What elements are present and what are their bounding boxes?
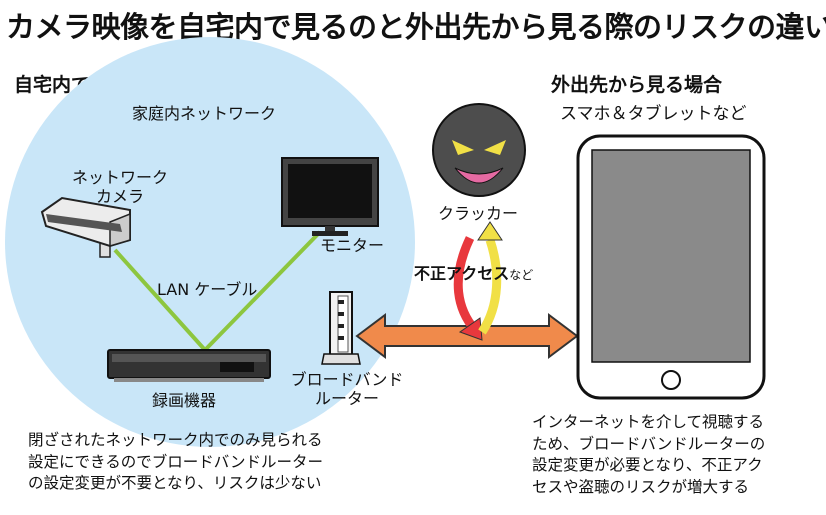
attack-arrow-down bbox=[453, 236, 483, 341]
recorder-label: 録画機器 bbox=[152, 391, 217, 410]
router-icon bbox=[321, 291, 361, 365]
network-label: 家庭内ネットワーク bbox=[132, 104, 277, 123]
access-label: 不正アクセスなど bbox=[414, 264, 533, 283]
page-title: カメラ映像を自宅内で見るのと外出先から見る際のリスクの違い bbox=[6, 10, 826, 44]
lan-cable-camera bbox=[113, 248, 207, 352]
home-network-area bbox=[5, 37, 415, 447]
cracker-label: クラッカー bbox=[438, 204, 519, 223]
home-description: 閉ざされたネットワーク内でのみ見られる 設定にできるのでブロードバンドルーター … bbox=[28, 431, 323, 493]
cable-label: LAN ケーブル bbox=[157, 280, 258, 299]
camera-label: ネットワーク カメラ bbox=[71, 168, 168, 207]
monitor-icon bbox=[281, 157, 379, 236]
recorder-icon bbox=[107, 349, 271, 382]
attack-arrow-up bbox=[477, 221, 503, 335]
tablet-icon bbox=[576, 134, 766, 400]
outside-description: インターネットを介して視聴する ため、ブロードバンドルーターの 設定変更が必要と… bbox=[532, 413, 766, 497]
access-label-main: 不正アクセス bbox=[414, 264, 510, 283]
cracker-icon bbox=[432, 103, 526, 197]
lan-cable-monitor bbox=[203, 230, 322, 352]
access-label-suffix: など bbox=[509, 268, 534, 282]
device-label: スマホ＆タブレットなど bbox=[560, 104, 747, 124]
monitor-label: モニター bbox=[320, 236, 385, 255]
outside-heading: 外出先から見る場合 bbox=[551, 74, 723, 96]
router-label: ブロードバンド ルーター bbox=[290, 370, 404, 409]
network-camera-icon bbox=[40, 196, 131, 258]
